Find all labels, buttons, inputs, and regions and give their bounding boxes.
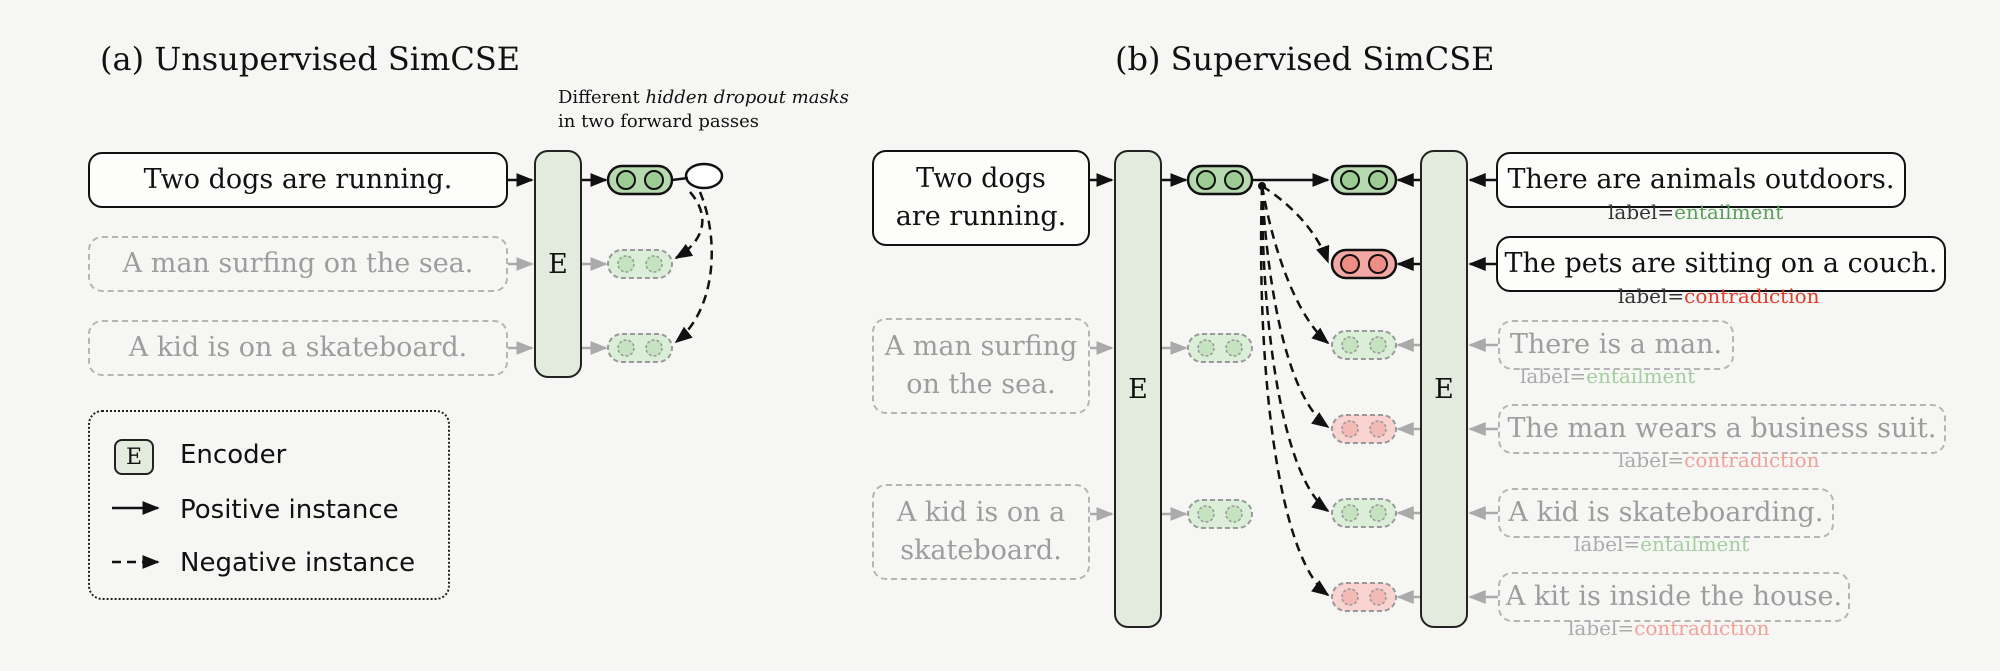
unsup-embedding-1 <box>606 164 674 196</box>
pair-embedding-5 <box>1331 498 1397 528</box>
panel-b-title: (b) Supervised SimCSE <box>1115 40 1495 78</box>
unsup-sentence-1: Two dogs are running. <box>88 152 508 208</box>
legend-encoder-label: Encoder <box>180 440 287 470</box>
pair-label-5: label=entailment <box>1574 532 1749 556</box>
pair-embedding-1 <box>1330 164 1398 196</box>
pair-label-3-value: entailment <box>1586 364 1696 388</box>
pair-embedding-4 <box>1331 414 1397 444</box>
sup-left-embedding-3 <box>1187 499 1253 529</box>
pair-label-5-value: entailment <box>1640 532 1750 556</box>
pair-label-6-prefix: label= <box>1568 616 1635 640</box>
pair-label-4-value: contradiction <box>1684 448 1820 472</box>
panel-a-title: (a) Unsupervised SimCSE <box>100 40 521 78</box>
pair-embedding-2 <box>1330 248 1398 280</box>
sup-negative-arrow-5 <box>1259 185 1330 597</box>
pair-label-3-prefix: label= <box>1520 364 1587 388</box>
sup-input-3-line1: A kid is on a <box>896 497 1066 528</box>
pair-embedding-3 <box>1331 330 1397 360</box>
sup-negative-arrow-1 <box>1261 184 1330 264</box>
pair-label-2-value: contradiction <box>1684 284 1820 308</box>
pair-sentence-6: A kit is inside the house. <box>1498 572 1850 622</box>
unsup-embedding-3 <box>607 333 673 363</box>
pair-label-4: label=contradiction <box>1618 448 1820 472</box>
pair-label-6-value: contradiction <box>1634 616 1770 640</box>
sup-encoder-left: E <box>1114 150 1162 628</box>
sup-negative-arrow-2 <box>1260 185 1330 345</box>
legend-encoder-symbol: E <box>114 439 154 475</box>
pair-label-4-prefix: label= <box>1618 448 1685 472</box>
dropout-note: Different hidden dropout masks in two fo… <box>558 86 849 134</box>
pair-sentence-1: There are animals outdoors. <box>1496 152 1906 208</box>
sup-encoder-right: E <box>1420 150 1468 628</box>
pair-sentence-2: The pets are sitting on a couch. <box>1496 236 1946 292</box>
sup-left-embedding-1 <box>1186 164 1254 196</box>
pair-embedding-6 <box>1331 582 1397 612</box>
sup-left-embedding-2 <box>1187 333 1253 363</box>
pair-sentence-4: The man wears a business suit. <box>1498 404 1946 454</box>
dropout-note-emphasis: hidden dropout masks <box>645 87 849 108</box>
unsup-sentence-3: A kid is on a skateboard. <box>88 320 508 376</box>
sup-input-1-line1: Two dogs <box>916 163 1046 194</box>
pair-label-3: label=entailment <box>1520 364 1695 388</box>
pair-label-1-value: entailment <box>1674 200 1784 224</box>
legend-box <box>88 410 450 600</box>
sup-input-2-line2: on the sea. <box>906 369 1056 400</box>
dropout-note-line2: in two forward passes <box>558 111 759 132</box>
pair-label-2-prefix: label= <box>1618 284 1685 308</box>
pair-label-1-prefix: label= <box>1608 200 1675 224</box>
pair-label-5-prefix: label= <box>1574 532 1641 556</box>
sup-input-1: Two dogs are running. <box>872 150 1090 246</box>
sup-input-3: A kid is on a skateboard. <box>872 484 1090 580</box>
unsup-sentence-2: A man surfing on the sea. <box>88 236 508 292</box>
unsup-negative-arrow-1 <box>674 191 704 260</box>
sup-negative-arrow-3 <box>1260 185 1330 429</box>
positive-loop <box>684 162 724 190</box>
pair-label-2: label=contradiction <box>1618 284 1820 308</box>
sup-input-3-line2: skateboard. <box>900 535 1062 566</box>
positive-loop-connector <box>671 176 689 182</box>
pair-label-1: label=entailment <box>1608 200 1783 224</box>
sup-input-1-line2: are running. <box>895 201 1067 232</box>
sup-input-2-line1: A man surfing <box>884 331 1078 362</box>
sup-input-2: A man surfing on the sea. <box>872 318 1090 414</box>
pair-label-6: label=contradiction <box>1568 616 1770 640</box>
pair-sentence-5: A kid is skateboarding. <box>1498 488 1834 538</box>
dropout-note-prefix: Different <box>558 87 646 108</box>
legend-positive-label: Positive instance <box>180 495 399 525</box>
unsup-encoder: E <box>534 150 582 378</box>
unsup-embedding-2 <box>607 249 673 279</box>
legend-negative-label: Negative instance <box>180 548 416 578</box>
pair-sentence-3: There is a man. <box>1498 320 1734 370</box>
unsup-negative-arrow-2 <box>674 191 713 344</box>
